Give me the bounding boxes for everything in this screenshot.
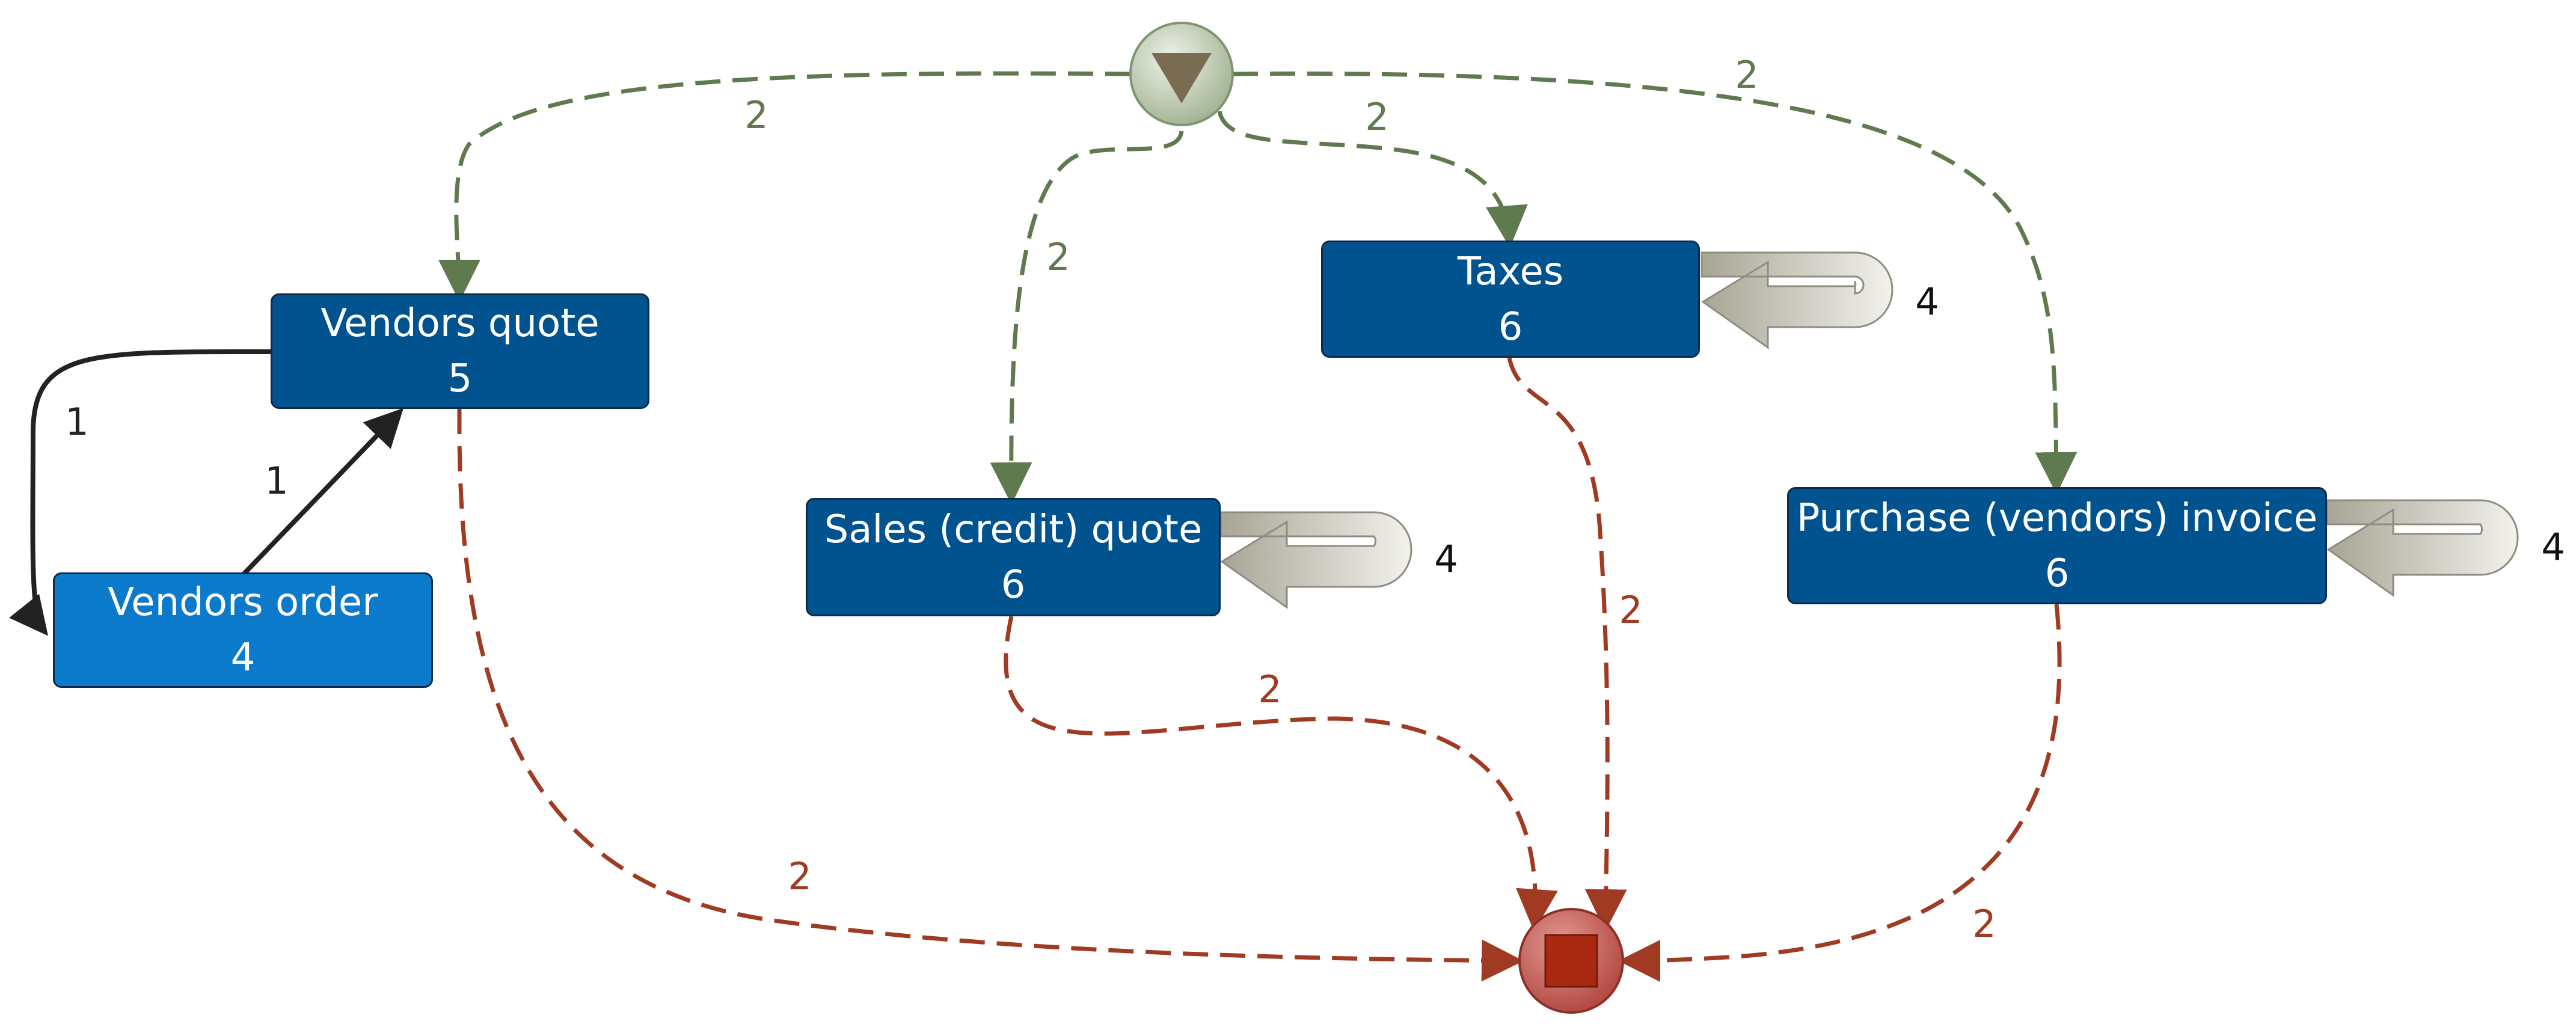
- node-vendors-quote[interactable]: Vendors quote 5: [271, 293, 649, 409]
- loop-arrow-purchase-invoice: [2326, 499, 2519, 597]
- loop-label-purchase-invoice: 4: [2541, 525, 2565, 569]
- end-node: [1518, 908, 1624, 1014]
- node-taxes[interactable]: Taxes 6: [1321, 241, 1700, 358]
- edge-label-vendors-quote-to-end: 2: [788, 854, 812, 898]
- node-sales-credit-quote[interactable]: Sales (credit) quote 6: [806, 498, 1221, 616]
- node-count: 4: [230, 636, 256, 680]
- loop-arrow-taxes: [1700, 251, 1894, 349]
- end-square-icon: [1544, 934, 1598, 988]
- edge-purchase-invoice-to-end: [1618, 604, 2062, 982]
- edge-label-order-to-vendors-quote: 1: [265, 459, 289, 503]
- edge-start-to-taxes: [1217, 111, 1528, 248]
- node-label: Taxes: [1457, 249, 1564, 294]
- edge-taxes-to-end: [1507, 357, 1627, 931]
- edge-label-purchase-invoice-to-end: 2: [1972, 902, 1996, 946]
- edge-start-to-vendors-quote: [438, 71, 1131, 302]
- node-count: 6: [2044, 551, 2070, 596]
- edge-label-vendors-quote-to-order: 1: [65, 400, 89, 444]
- node-label: Vendors quote: [320, 301, 600, 346]
- loop-label-taxes: 4: [1915, 280, 1939, 323]
- edge-sales-quote-to-end: [1004, 616, 1558, 931]
- node-count: 6: [1001, 562, 1026, 607]
- node-vendors-order[interactable]: Vendors order 4: [53, 572, 433, 688]
- node-label: Sales (credit) quote: [824, 507, 1203, 552]
- edge-label-start-to-taxes: 2: [1365, 95, 1389, 139]
- edge-vendors-quote-to-end: [457, 408, 1524, 982]
- node-purchase-vendors-invoice[interactable]: Purchase (vendors) invoice 6: [1787, 487, 2327, 604]
- edge-label-start-to-purchase-invoice: 2: [1735, 53, 1759, 97]
- node-label: Purchase (vendors) invoice: [1796, 495, 2318, 541]
- node-count: 5: [447, 357, 473, 401]
- edge-label-start-to-sales-quote: 2: [1046, 235, 1070, 279]
- node-count: 6: [1498, 304, 1523, 349]
- node-label: Vendors order: [108, 580, 378, 625]
- start-node: [1129, 22, 1234, 126]
- edge-vendors-quote-to-order: [9, 349, 271, 636]
- edge-label-taxes-to-end: 2: [1619, 588, 1643, 632]
- edge-start-to-sales-quote: [990, 130, 1184, 504]
- loop-label-sales-quote: 4: [1434, 537, 1458, 581]
- edge-order-to-vendors-quote: [242, 408, 404, 576]
- start-triangle-icon: [1152, 53, 1212, 103]
- loop-arrow-sales-quote: [1219, 511, 1412, 609]
- edge-label-start-to-vendors-quote: 2: [744, 93, 768, 137]
- edge-label-sales-quote-to-end: 2: [1258, 667, 1282, 711]
- edge-start-to-purchase-invoice: [1232, 71, 2078, 494]
